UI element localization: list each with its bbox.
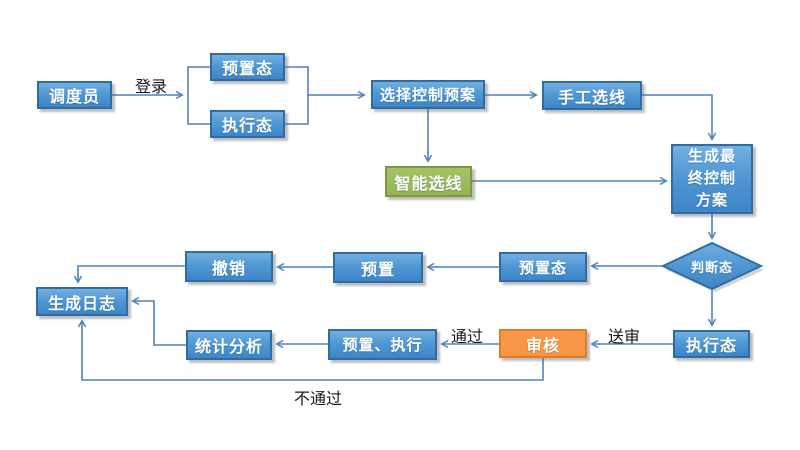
node-audit: 审核 (499, 329, 587, 358)
node-exec-state-top: 执行态 (210, 110, 285, 138)
edge-manual-line-to-final-plan (642, 94, 717, 141)
node-preset-state: 预置态 (499, 252, 587, 282)
node-revoke: 撤销 (185, 251, 273, 282)
edge-fork-left-bracket (187, 66, 210, 125)
node-preset-exec: 预置、执行 (328, 329, 437, 360)
node-stats: 统计分析 (186, 330, 272, 360)
edge-label-pass: 通过 (451, 329, 484, 346)
edge-stats-to-gen-log (131, 296, 186, 346)
edge-revoke-to-gen-log (73, 265, 185, 284)
edge-label-submit: 送审 (608, 329, 641, 346)
edge-label-fail: 不通过 (294, 391, 343, 408)
node-preset: 预置 (333, 252, 423, 283)
node-judge-state-label: 判断态 (690, 259, 733, 275)
edge-label-login: 登录 (135, 79, 168, 96)
node-preset-state-top: 预置态 (210, 53, 285, 81)
node-gen-log: 生成日志 (36, 287, 128, 316)
node-select-plan: 选择控制预案 (371, 80, 485, 109)
node-manual-line: 手工选线 (542, 81, 642, 110)
node-exec-state: 执行态 (673, 330, 750, 358)
edge-audit-fail-to-gen-log (77, 319, 544, 381)
node-dispatcher: 调度员 (37, 81, 112, 109)
edge-fork-right-bracket (285, 66, 309, 125)
node-final-plan: 生成最终控制方案 (671, 144, 753, 214)
judge-diamond (660, 241, 764, 292)
node-smart-line: 智能选线 (385, 166, 472, 197)
